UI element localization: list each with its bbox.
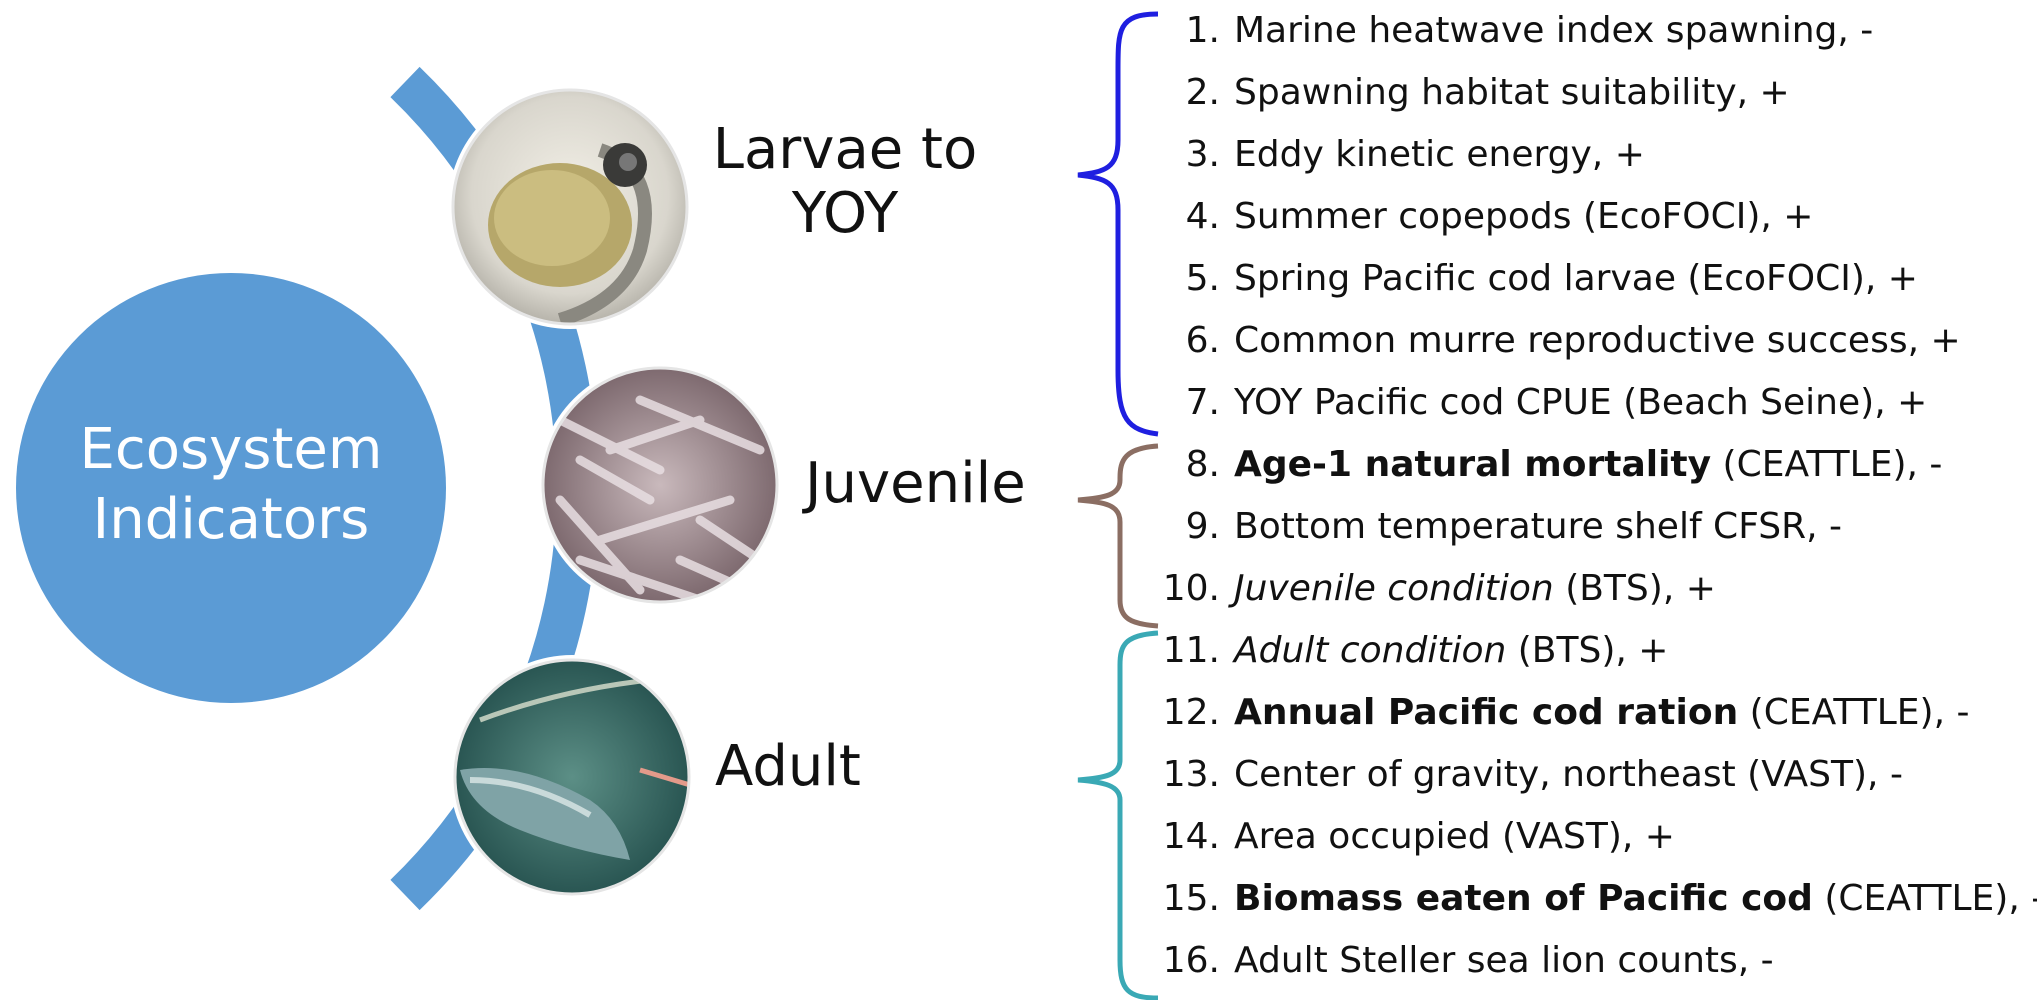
indicator-text: Marine heatwave index spawning, -: [1234, 10, 1873, 51]
indicator-number: 15.: [1140, 868, 1220, 930]
indicator-item: 10. Juvenile condition (BTS), +: [1140, 558, 1716, 620]
indicator-text: Annual Pacific cod ration: [1234, 692, 1738, 733]
indicator-number: 16.: [1140, 930, 1220, 992]
indicator-text: Spawning habitat suitability, +: [1234, 72, 1790, 113]
ecosystem-indicators-label: Ecosystem Indicators: [16, 270, 446, 700]
indicator-text: Summer copepods (EcoFOCI), +: [1234, 196, 1813, 237]
center-line-2: Indicators: [80, 485, 383, 555]
indicator-item: 14. Area occupied (VAST), +: [1140, 806, 1675, 868]
indicator-item: 4. Summer copepods (EcoFOCI), +: [1140, 186, 1813, 248]
indicator-number: 6.: [1140, 310, 1220, 372]
stage-label-adult: Adult: [715, 735, 861, 799]
indicator-item: 9. Bottom temperature shelf CFSR, -: [1140, 496, 1842, 558]
indicator-item: 15. Biomass eaten of Pacific cod (CEATTLE…: [1140, 868, 2037, 930]
juvenile-photo: [538, 363, 782, 607]
indicator-text: Area occupied (VAST), +: [1234, 816, 1675, 857]
indicator-text: Spring Pacific cod larvae (EcoFOCI), +: [1234, 258, 1918, 299]
indicator-number: 5.: [1140, 248, 1220, 310]
indicator-number: 1.: [1140, 0, 1220, 62]
indicator-text: Common murre reproductive success, +: [1234, 320, 1961, 361]
indicator-number: 4.: [1140, 186, 1220, 248]
indicator-text: Biomass eaten of Pacific cod: [1234, 878, 1813, 919]
larvae-photo: [448, 85, 692, 329]
indicator-suffix: (CEATTLE), -: [1813, 878, 2037, 919]
indicator-suffix: (BTS), +: [1506, 630, 1668, 671]
indicator-suffix: (CEATTLE), -: [1711, 444, 1942, 485]
indicator-text: Adult condition: [1234, 630, 1506, 671]
indicator-item: 12. Annual Pacific cod ration (CEATTLE), …: [1140, 682, 1969, 744]
indicator-item: 16. Adult Steller sea lion counts, -: [1140, 930, 1774, 992]
indicator-text: Center of gravity, northeast (VAST), -: [1234, 754, 1903, 795]
indicator-text: Juvenile condition: [1234, 568, 1554, 609]
indicator-suffix: (BTS), +: [1554, 568, 1716, 609]
indicator-number: 2.: [1140, 62, 1220, 124]
indicator-text: Eddy kinetic energy, +: [1234, 134, 1645, 175]
indicator-item: 6. Common murre reproductive success, +: [1140, 310, 1961, 372]
stage-larvae-line-2: YOY: [700, 182, 990, 246]
indicator-number: 14.: [1140, 806, 1220, 868]
indicator-number: 12.: [1140, 682, 1220, 744]
indicator-text: YOY Pacific cod CPUE (Beach Seine), +: [1234, 382, 1927, 423]
stage-label-juvenile: Juvenile: [805, 452, 1026, 516]
indicator-suffix: (CEATTLE), -: [1738, 692, 1969, 733]
indicator-number: 13.: [1140, 744, 1220, 806]
indicator-number: 10.: [1140, 558, 1220, 620]
indicator-number: 7.: [1140, 372, 1220, 434]
stage-larvae-line-1: Larvae to: [700, 118, 990, 182]
center-line-1: Ecosystem: [80, 415, 383, 485]
indicator-number: 9.: [1140, 496, 1220, 558]
indicator-item: 5. Spring Pacific cod larvae (EcoFOCI), +: [1140, 248, 1918, 310]
indicator-item: 2. Spawning habitat suitability, +: [1140, 62, 1790, 124]
indicator-item: 8. Age-1 natural mortality (CEATTLE), -: [1140, 434, 1942, 496]
indicator-text: Adult Steller sea lion counts, -: [1234, 940, 1774, 981]
indicator-item: 7. YOY Pacific cod CPUE (Beach Seine), +: [1140, 372, 1927, 434]
indicator-number: 11.: [1140, 620, 1220, 682]
stage-label-larvae: Larvae to YOY: [700, 118, 990, 247]
indicator-text: Bottom temperature shelf CFSR, -: [1234, 506, 1842, 547]
indicator-item: 13. Center of gravity, northeast (VAST), …: [1140, 744, 1903, 806]
indicator-item: 11. Adult condition (BTS), +: [1140, 620, 1668, 682]
indicator-item: 3. Eddy kinetic energy, +: [1140, 124, 1645, 186]
indicator-number: 3.: [1140, 124, 1220, 186]
adult-photo: [450, 655, 694, 899]
indicator-item: 1. Marine heatwave index spawning, -: [1140, 0, 1873, 62]
indicator-text: Age-1 natural mortality: [1234, 444, 1711, 485]
indicator-number: 8.: [1140, 434, 1220, 496]
